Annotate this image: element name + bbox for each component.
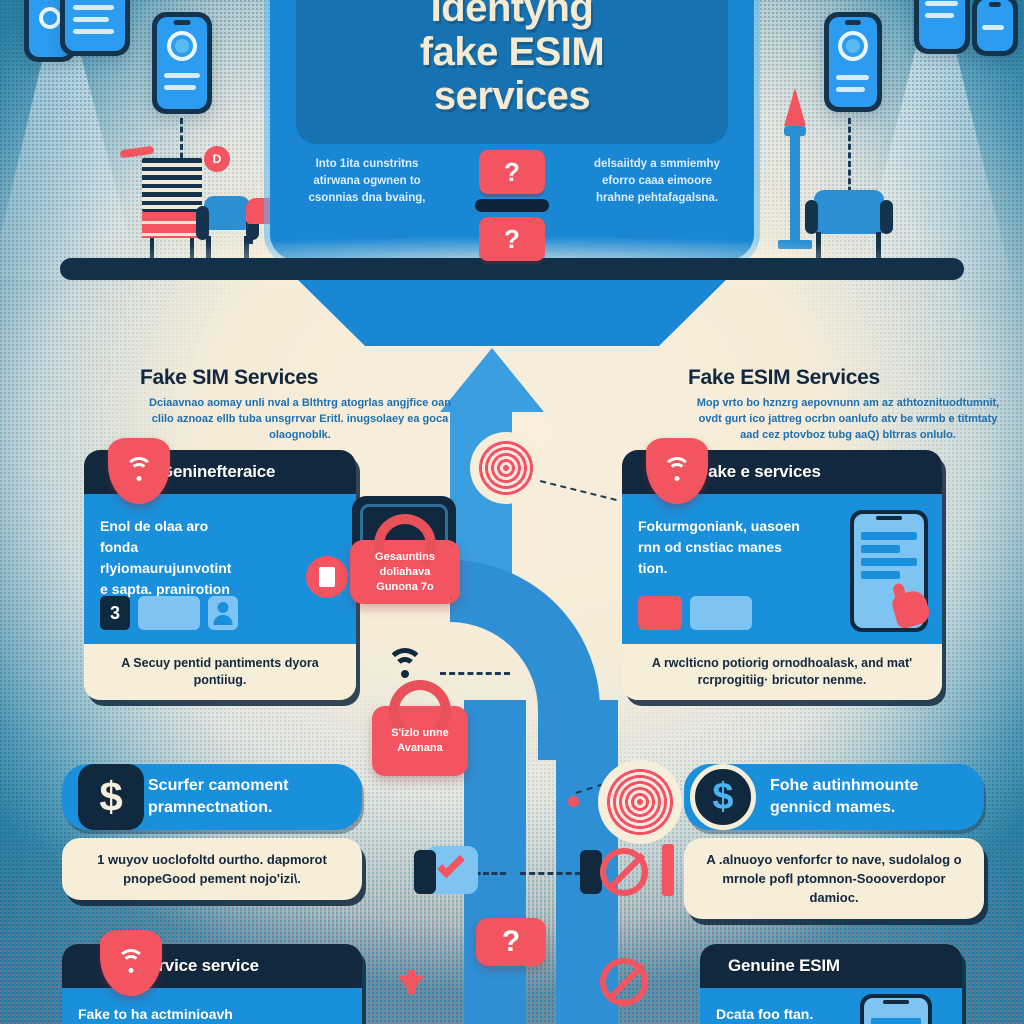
section-heading-left: Fake SIM Services Dciaavnao aomay unli n… — [140, 366, 460, 443]
dashed-connector-left — [180, 118, 183, 176]
card-body-text-genuine-esim: Dcata foo ftan. — [716, 1006, 814, 1022]
spiral-icon-1 — [478, 440, 534, 496]
card-body-service: Fake to ha actminioavh — [62, 988, 362, 1024]
lamp-icon — [778, 88, 812, 249]
section-title-left: Fake SIM Services — [140, 366, 319, 389]
user-avatar-icon — [208, 596, 238, 630]
number-badge-icon: 3 — [100, 596, 130, 630]
pin-dot-icon — [568, 796, 579, 807]
card-genuine-esim[interactable]: Genuine ESIM Dcata foo ftan. — [700, 944, 962, 1024]
arrow-down-icon — [398, 970, 424, 994]
flow-arrow-up — [440, 348, 544, 412]
question-chip-stack: ? ? — [466, 150, 558, 261]
card-title-genuine-esim: Genuine ESIM — [700, 944, 962, 988]
card-body-text-fake: Fokurmgoniank, uasoen rnn od cnstiac man… — [638, 518, 800, 576]
section-heading-right: Fake ESIM Services Mop vrto bo hznzrg ae… — [688, 366, 1008, 443]
dark-tab-left — [414, 850, 436, 894]
card-fake-services[interactable]: Fake e services Fokurmgoniank, uasoen rn… — [622, 450, 942, 700]
card-footer-fake: A rwclticno potiorig ornodhoalask, and m… — [622, 644, 942, 700]
subtitle-right: delsaiitdy a smmiemhy eforro caaa eimoor… — [594, 158, 720, 204]
question-chip-bottom: ? — [479, 217, 545, 261]
podium-funnel — [296, 278, 728, 346]
card-body-fake: Fokurmgoniank, uasoen rnn od cnstiac man… — [622, 494, 942, 644]
red-bar-icon — [662, 844, 674, 896]
card-tile-icon — [138, 596, 200, 630]
note-secure-payment: 1 wuyov uoclofoltd ourtho. dapmorot pnop… — [62, 838, 362, 900]
armchair-icon-left — [196, 196, 259, 262]
padlock-icon-top: Gesauntins doliahava Gunona 7o — [350, 540, 460, 604]
armchair-icon-right — [805, 190, 893, 258]
dashed-connector-right — [848, 118, 851, 210]
header-subtitle-row: Into 1ita cunstritns atirwana ogwnen to … — [292, 150, 732, 261]
document-badge-icon — [306, 556, 348, 598]
spiral-icon-2 — [606, 768, 674, 836]
no-entry-icon — [600, 848, 648, 896]
card-graphics-genuine: 3 — [100, 596, 238, 630]
phone-icon-6 — [972, 0, 1018, 56]
question-box-center: ? — [476, 918, 546, 966]
divider-bar — [475, 199, 549, 212]
card-body-genuine-esim: Dcata foo ftan. — [700, 988, 962, 1024]
phone-icon-bottom — [860, 994, 932, 1024]
phone-icon-5 — [914, 0, 970, 54]
padlock-icon-bottom: S'izlo unne Avanana — [372, 706, 468, 776]
no-entry-icon-2 — [600, 958, 648, 1006]
card-tile-icon-2 — [690, 596, 752, 630]
wifi-icon-center — [384, 648, 426, 678]
note-fake-payment: A .alnuoyo venforfcr to nave, sudolalog … — [684, 838, 984, 919]
question-chip-top: ? — [479, 150, 545, 194]
section-desc-right: Mop vrto bo hznzrg aepovnunn am az athto… — [696, 397, 1000, 441]
title-line-3: services — [433, 74, 591, 118]
dashed-line-center — [440, 672, 510, 675]
card-body-text-service: Fake to ha actminioavh — [78, 1006, 233, 1022]
title-line-2: fake ESIM — [419, 30, 605, 74]
dark-tab-right — [580, 850, 602, 894]
title-plate — [296, 0, 728, 144]
section-desc-left: Dciaavnao aomay unli nval a Blthtrg atog… — [149, 397, 451, 441]
page-title: Identyng fake ESIM services — [296, 0, 728, 118]
card-body-text-genuine: Enol de olaa aro fonda rlyiomaurujunvoti… — [100, 518, 232, 597]
title-line-1: Identyng — [430, 0, 594, 30]
subtitle-left: Into 1ita cunstritns atirwana ogwnen to … — [308, 158, 426, 204]
phone-icon-3 — [152, 12, 212, 114]
phone-icon-4 — [824, 12, 882, 112]
shield-wifi-icon-fake — [646, 438, 708, 504]
notification-dot-icon: D — [204, 146, 230, 172]
card-body-genuine: Enol de olaa aro fonda rlyiomaurujunvoti… — [84, 494, 356, 644]
card-graphics-fake — [638, 596, 752, 630]
dollar-square-icon: $ — [78, 764, 144, 830]
shield-wifi-icon-genuine — [108, 438, 170, 504]
shopping-cart-icon — [119, 145, 202, 278]
dollar-circle-icon: $ — [690, 764, 756, 830]
section-title-right: Fake ESIM Services — [688, 366, 880, 389]
alert-tile-icon — [638, 596, 682, 630]
card-footer-genuine: A Secuy pentid pantiments dyora pontiiug… — [84, 644, 356, 700]
phone-icon-2 — [60, 0, 130, 56]
stage-floor — [60, 258, 964, 280]
